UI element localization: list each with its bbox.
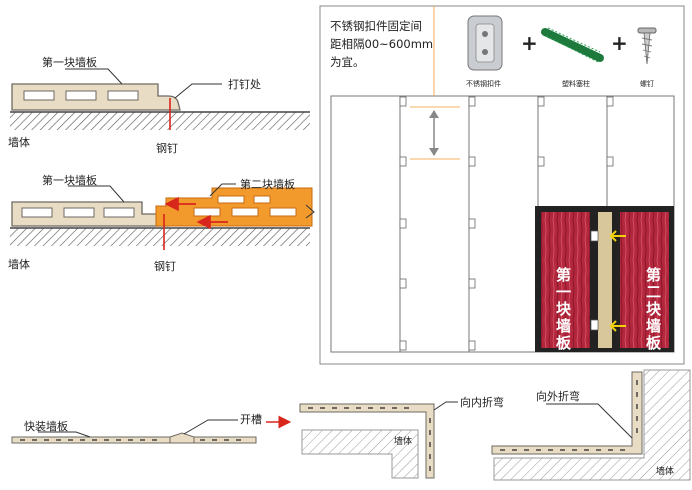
first-panel-label: 第一块墙板	[42, 173, 97, 187]
seam-strip	[598, 212, 612, 348]
plus-sign: +	[521, 31, 538, 55]
quick-panel-slot	[169, 432, 195, 444]
screw-icon	[637, 27, 657, 65]
panel-dots	[20, 439, 241, 441]
outward-bend-diagram: 向外折弯 墙体	[491, 369, 691, 481]
wall-corner-hatch	[493, 369, 691, 481]
outward-bend-label: 向外折弯	[536, 389, 580, 403]
stainless-clip-icon	[467, 15, 503, 71]
slot-label: 开槽	[240, 413, 262, 426]
steel-nail-label: 钢钉	[154, 260, 176, 273]
arrow-head-up	[429, 110, 439, 118]
clip-marker	[590, 319, 599, 331]
plus-sign: +	[611, 31, 628, 55]
bent-panel	[491, 371, 643, 455]
steel-nail-label: 钢钉	[156, 142, 178, 155]
first-panel-label: 第一块墙板	[42, 55, 97, 69]
board2-char: 第	[646, 266, 661, 284]
panel-dots	[308, 407, 431, 471]
plastic-plug-icon	[541, 27, 604, 63]
wood-board-second	[620, 212, 669, 348]
panel-hole	[63, 207, 95, 218]
quick-panel-label: 快装墙板	[24, 419, 68, 433]
spacing-note-line3: 为宜。	[330, 55, 365, 69]
panel-hole	[103, 207, 135, 218]
inward-bend-diagram: 向内折弯 墙体	[299, 395, 504, 479]
stainless-clip-label: 不锈钢扣件	[466, 79, 501, 88]
inward-bend-label: 向内折弯	[460, 395, 504, 409]
board1-char: 一	[556, 283, 571, 301]
quick-install-panel-diagram: 快装墙板 开槽	[11, 413, 292, 444]
spacing-note-line1: 不锈钢扣件固定间	[330, 19, 422, 33]
leader-line	[546, 403, 633, 439]
wall-label-2: 墙体	[656, 465, 674, 477]
panel-hole	[23, 90, 55, 101]
plastic-plug-label: 塑料塞柱	[562, 79, 590, 88]
arrow-head-down	[429, 148, 439, 156]
panel-hole	[253, 195, 271, 204]
board1-char: 块	[556, 300, 572, 318]
yellow-arrow	[609, 320, 626, 332]
wall-label: 墙体	[8, 135, 30, 149]
leader-line	[433, 401, 458, 411]
leader-line	[38, 431, 91, 438]
board1-char: 板	[556, 334, 572, 352]
leader-line	[209, 183, 236, 197]
diagram-first-panel-nailing: 第一块墙板 打钉处 墙体 钢钉	[8, 55, 310, 155]
screw-label: 螺钉	[640, 79, 654, 88]
board2-vertical-text: 第 二 块 墙 板	[646, 266, 662, 352]
bent-panel	[299, 403, 435, 479]
panel-hole	[217, 195, 245, 204]
panel-hole	[269, 207, 297, 217]
panel-hole	[193, 207, 221, 217]
panel-hole	[21, 207, 53, 218]
board2-char: 块	[646, 300, 662, 318]
board2-char: 板	[646, 334, 662, 352]
board2-char: 二	[646, 283, 661, 301]
spacing-note-line2: 距相隔00~600mm	[330, 37, 433, 51]
leader-line	[65, 68, 123, 85]
yellow-arrow	[609, 230, 626, 242]
leader-line	[174, 83, 222, 99]
board1-char: 墙	[556, 317, 571, 335]
board2-char: 墙	[646, 317, 661, 335]
board1-vertical-text: 第 一 块 墙 板	[556, 266, 572, 352]
wall-label-1: 墙体	[394, 435, 412, 447]
clip-markers	[399, 96, 614, 351]
diagram-second-panel-joining: 第一块墙板 第二块墙板 墙体 钢钉	[8, 173, 315, 273]
clip-marker	[590, 230, 599, 242]
leader-line	[183, 419, 238, 435]
wall-label: 墙体	[8, 257, 30, 271]
leader-line	[68, 185, 125, 203]
second-wall-panel-shape	[155, 187, 313, 227]
second-panel-label: 第二块墙板	[240, 177, 295, 191]
panel-hole	[65, 90, 97, 101]
wood-board-first	[541, 212, 590, 348]
wall-hatch	[10, 228, 310, 246]
panel-hole	[107, 90, 139, 101]
clip-spacing-panel: 不锈钢扣件固定间 距相隔00~600mm 为宜。 + + 不锈钢扣件 塑料塞柱 …	[319, 5, 685, 365]
wall-hatch	[10, 112, 310, 130]
panel-dots	[500, 380, 638, 451]
panel-hole	[231, 207, 259, 217]
wall-corner-hatch	[301, 429, 419, 479]
nail-point-label: 打钉处	[228, 77, 261, 91]
board1-char: 第	[556, 266, 571, 284]
break-mark	[305, 204, 315, 219]
